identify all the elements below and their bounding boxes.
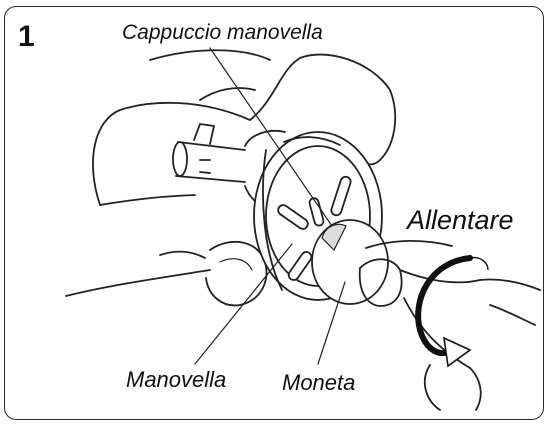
loosen-arrow (418, 258, 488, 366)
label-crank: Manovella (126, 369, 226, 391)
coin (312, 220, 388, 304)
label-crank-cap: Cappuccio manovella (122, 22, 323, 43)
label-loosen: Allentare (407, 207, 514, 234)
crank-shaft (173, 124, 245, 182)
label-coin: Moneta (282, 372, 355, 394)
